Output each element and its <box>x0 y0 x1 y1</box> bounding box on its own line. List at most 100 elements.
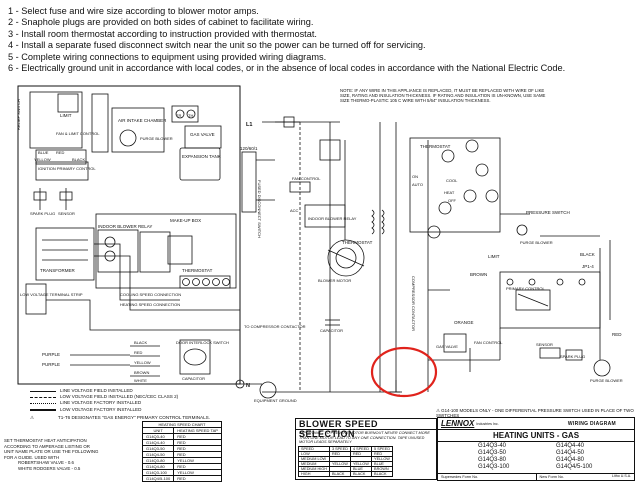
note-3: 3 - Install room thermostat according to… <box>8 28 317 39</box>
unit-model: G14Q3-100 <box>478 464 510 470</box>
wire-legend: LINE VOLTAGE FIELD INSTALLED LOW VOLTAGE… <box>30 388 210 421</box>
lennox-logo: LENNOX <box>441 419 475 428</box>
terminal-note: ⚠ T1-T6 DESIGNATES "GAS ENERGY" PRIMARY C… <box>30 415 210 421</box>
label-cool: COOL <box>446 178 458 183</box>
label-acc: ACC <box>290 208 299 213</box>
label-limit: LIMIT <box>60 113 72 118</box>
label-capacitor-mid: CAPACITOR <box>320 328 343 333</box>
blower-speed-note: IMPORTANT - TO PREVENT MOTOR BURNOUT NEV… <box>299 431 430 445</box>
label-relief: RELIEF SWITCH <box>16 99 21 130</box>
label-purple-2: PURPLE <box>42 362 60 367</box>
blower-speed-selection: BLOWER SPEED SELECTION IMPORTANT - TO PR… <box>295 418 437 480</box>
label-yellow: YELLOW <box>34 157 51 162</box>
label-black: BLACK <box>72 157 85 162</box>
label-off: OFF <box>448 198 457 203</box>
unit-list: G14Q3-40 G14Q4-40 G14Q3-50 G14Q4-50 G14Q… <box>438 442 634 471</box>
general-notes: 1 - Select fuse and wire size according … <box>8 6 636 74</box>
label-white-lead: WHITE <box>134 378 147 383</box>
label-heat: HEAT <box>444 190 455 195</box>
label-gas-valve-r: GAS VALVE <box>436 344 458 349</box>
label-disconnect: FUSED DISCONNECT SWITCH <box>257 180 262 238</box>
note-4: 4 - Install a separate fused disconnect … <box>8 40 426 51</box>
label-fan-control-r: FAN CONTROL <box>474 340 503 345</box>
bs-cell: MEDIUM LOW <box>298 455 330 462</box>
label-purge-blower-r: PURGE BLOWER <box>520 240 553 245</box>
warning-icon: ⚠ <box>436 408 442 413</box>
bs-header: 5 SPEED <box>371 445 394 452</box>
label-limit-r: LIMIT <box>488 254 500 259</box>
hs-cell: RED <box>173 475 222 482</box>
label-black-r: BLACK <box>580 252 595 257</box>
legend-row: LOW VOLTAGE FIELD INSTALLED (NEC/CEC CLA… <box>30 394 210 400</box>
title-block-header: LENNOX Industries Inc. WIRING DIAGRAM <box>438 418 634 430</box>
bs-cell: YELLOW <box>371 455 394 462</box>
note-2: 2 - Snaphole plugs are provided on both … <box>8 17 314 28</box>
label-primary-control: PRIMARY CONTROL <box>506 286 546 291</box>
label-n: N <box>246 383 250 389</box>
label-purge-blower: PURGE BLOWER <box>140 136 173 141</box>
anticipation-line: WHITE RODGERS VALVE - 0.5 <box>18 465 81 471</box>
wiring-diagram-label: WIRING DIAGRAM <box>567 420 616 427</box>
label-air-intake: AIR INTAKE CHAMBER <box>118 118 167 123</box>
warning-icon: ⚠ <box>30 414 35 420</box>
label-spark-plug-r: SPARK PLUG <box>560 354 585 359</box>
note-1: 1 - Select fuse and wire size according … <box>8 6 259 16</box>
legend-heavy-line <box>30 408 56 411</box>
unit-model: G14Q3-80 <box>478 457 507 463</box>
label-l1: L1 <box>246 122 252 128</box>
label-door-switch: DOOR INTERLOCK SWITCH <box>176 340 229 345</box>
anticipation-line: FOR A GUIDE. USED WITH <box>4 454 60 460</box>
label-low-voltage: LOW VOLTAGE TERMINAL STRIP <box>20 292 83 297</box>
label-heating-speed: HEATING SPEED CONNECTION <box>120 302 180 307</box>
label-blue: BLUE <box>38 150 49 155</box>
anticipation-line: SET THERMOSTAT HEAT ANTICIPATION <box>4 438 87 443</box>
anticipation-line: ROBERTSHAW VALVE - 0.6 <box>18 460 74 466</box>
terminal-note-text: T1-T6 DESIGNATES "GAS ENERGY" PRIMARY CO… <box>57 414 210 420</box>
litho-label: Litho U.S.A. <box>612 474 632 478</box>
new-form-label: New Form No. <box>535 474 635 480</box>
legend-dot-line <box>30 403 56 404</box>
legend-text: LOW VOLTAGE FACTORY INSTALLED <box>60 406 142 412</box>
note-6: 6 - Electrically ground unit in accordan… <box>8 63 566 74</box>
g14-note-text: G14-100 MODELS ONLY - ONE DIFFERENTIAL P… <box>436 408 634 418</box>
label-transformer: TRANSFORMER <box>40 268 76 273</box>
bs-cell: YELLOW <box>328 460 352 467</box>
label-jp1: JP1-4 <box>582 264 594 269</box>
label-ignition: IGNITION PRIMARY CONTROL <box>38 166 96 171</box>
label-thermostat-mid: THERMOSTAT <box>342 240 373 245</box>
g14-note: ⚠ G14-100 MODELS ONLY - ONE DIFFERENTIAL… <box>436 408 636 418</box>
label-compressor-contactor: COMPRESSOR CONTACTOR <box>411 276 416 331</box>
hs-cell: G14Q4/5-100 <box>141 475 175 482</box>
bs-cell: YELLOW <box>349 460 373 467</box>
bs-cell: BLACK <box>349 470 373 477</box>
label-brown-r: BROWN <box>470 272 487 277</box>
anticipation-line: UNIT NAME PLATE OR USE THE FOLLOWING <box>4 449 99 455</box>
legend-row: LINE VOLTAGE FACTORY INSTALLED <box>30 400 210 406</box>
bs-cell: BLACK <box>371 470 394 477</box>
supersedes-label: Supersedes Form No. <box>441 475 479 479</box>
anticipation-line: ACCORDING TO AMPERAGE LISTING OR <box>4 443 90 449</box>
bs-cell: BLACK <box>328 470 352 477</box>
label-thermostat-right: THERMOSTAT <box>420 144 451 149</box>
label-on: ON <box>412 174 418 179</box>
bs-header: 3 SPEED <box>328 445 352 452</box>
label-brown-lead: BROWN <box>134 370 149 375</box>
label-orange: ORANGE <box>454 320 474 325</box>
label-auto: AUTO <box>412 182 423 187</box>
heating-units-title: HEATING UNITS - GAS <box>438 430 634 442</box>
lennox-inc: Industries Inc. <box>476 421 499 426</box>
bs-cell: MEDIUM HIGH <box>298 465 330 472</box>
label-capacitor: CAPACITOR <box>182 376 205 381</box>
label-red-r: RED <box>612 332 622 337</box>
title-block-footer: Supersedes Form No. New Form No. <box>438 473 634 480</box>
legend-dash-line <box>30 396 56 398</box>
label-gas-valve: GAS VALVE <box>190 132 215 137</box>
label-red-lead: RED <box>134 350 143 355</box>
note-5: 5 - Complete wiring connections to equip… <box>8 51 327 62</box>
